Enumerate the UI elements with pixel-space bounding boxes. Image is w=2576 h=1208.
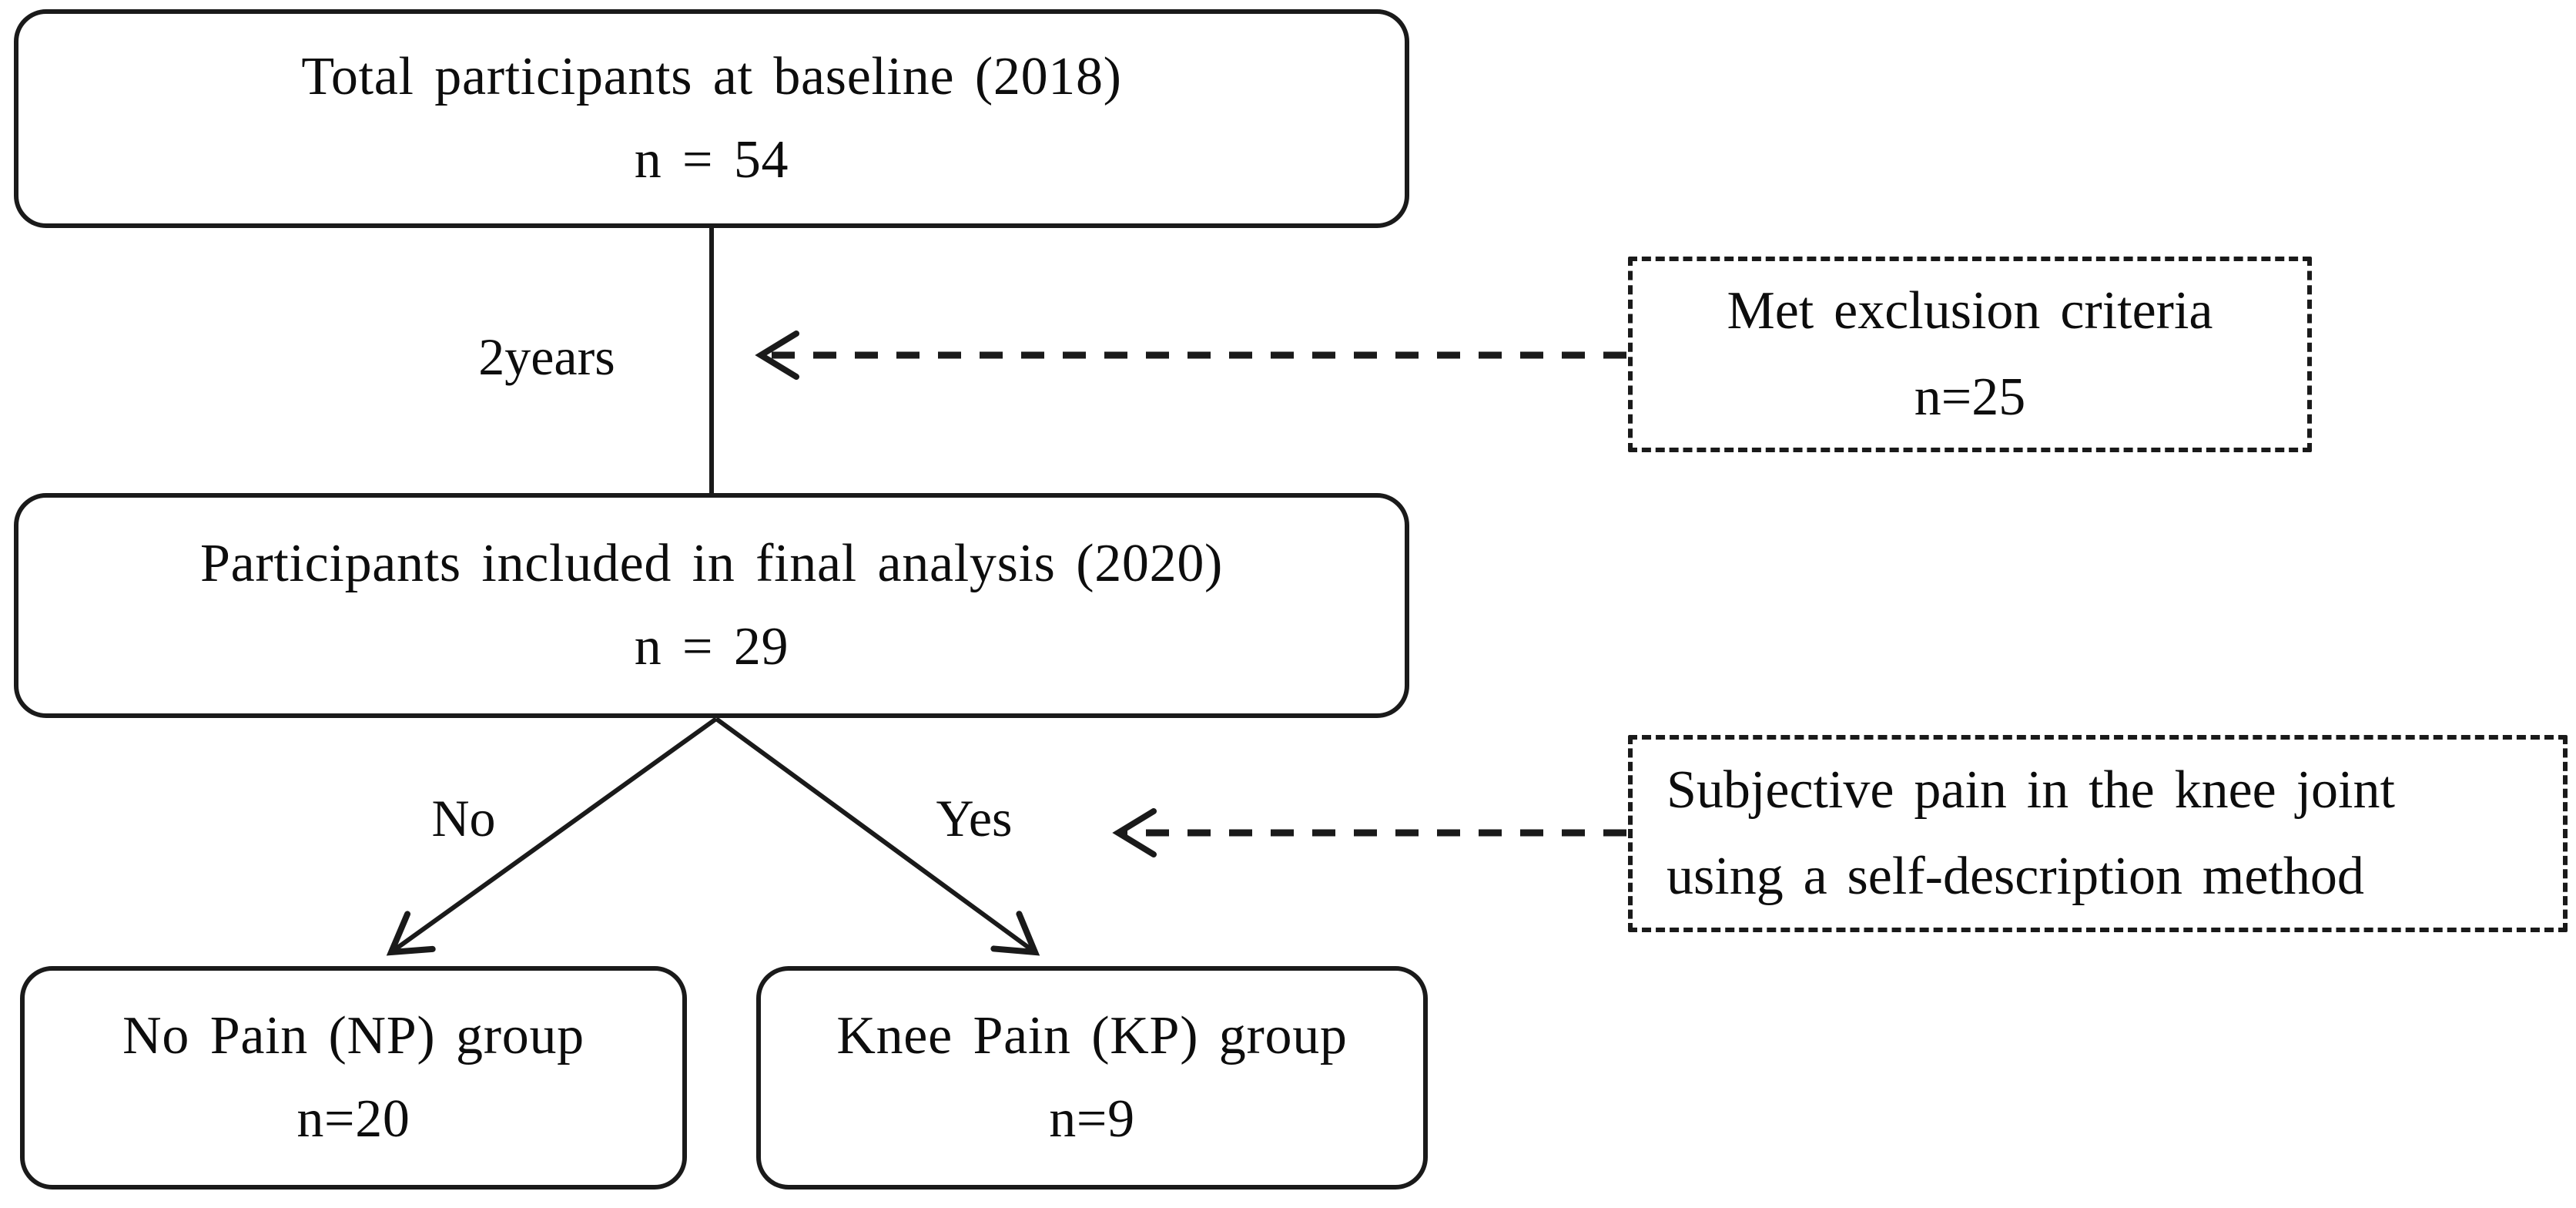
- node-knee-pain-group: Knee Pain (KP) group n=9: [756, 966, 1428, 1190]
- annotation-exclusion-criteria: Met exclusion criteria n=25: [1628, 257, 2312, 452]
- edge-label-interval: 2years: [478, 327, 615, 386]
- arrow-no-branch: [386, 716, 718, 956]
- node-total-participants: Total participants at baseline (2018) n …: [14, 9, 1409, 228]
- edge-label-yes: Yes: [936, 789, 1013, 847]
- edge-label-no: No: [431, 789, 496, 847]
- node-no-pain-group: No Pain (NP) group n=20: [20, 966, 687, 1190]
- annotation-exclusion-criteria-count: n=25: [1914, 367, 2026, 427]
- node-final-analysis-count: n = 29: [634, 617, 789, 676]
- annotation-pain-assessment-line1: Subjective pain in the knee joint: [1667, 760, 2395, 820]
- node-total-participants-title: Total participants at baseline (2018): [301, 47, 1122, 106]
- node-knee-pain-group-title: Knee Pain (KP) group: [836, 1006, 1348, 1065]
- annotation-pain-assessment: Subjective pain in the knee joint using …: [1628, 735, 2568, 932]
- node-no-pain-group-title: No Pain (NP) group: [122, 1006, 585, 1065]
- annotation-pain-assessment-line2: using a self-description method: [1667, 847, 2364, 906]
- node-final-analysis-title: Participants included in final analysis …: [199, 534, 1224, 593]
- annotation-exclusion-criteria-title: Met exclusion criteria: [1727, 281, 2213, 341]
- node-total-participants-count: n = 54: [634, 130, 789, 190]
- node-knee-pain-group-count: n=9: [1049, 1089, 1135, 1149]
- arrow-yes-branch: [715, 716, 1040, 956]
- node-no-pain-group-count: n=20: [296, 1089, 410, 1149]
- node-final-analysis: Participants included in final analysis …: [14, 493, 1409, 718]
